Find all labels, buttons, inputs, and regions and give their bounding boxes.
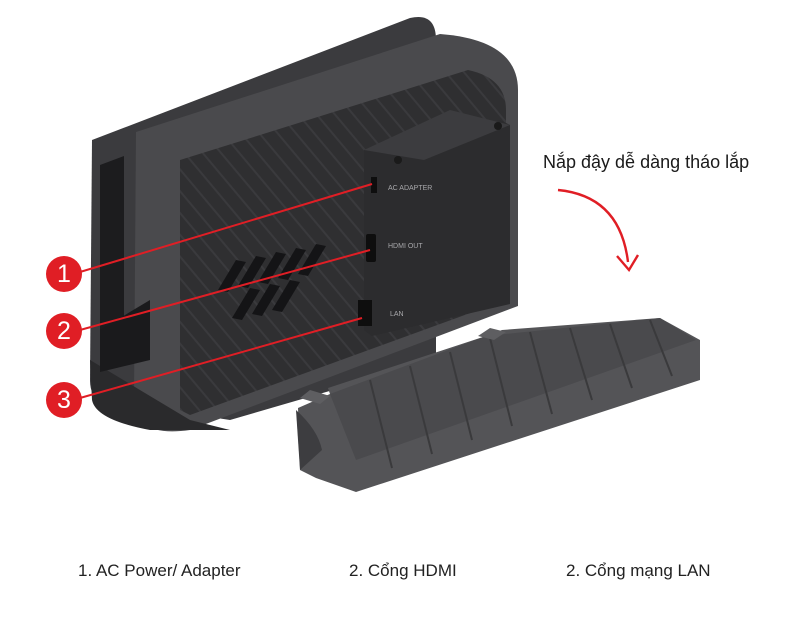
- port-module: [364, 120, 510, 336]
- screw-icon: [394, 156, 402, 164]
- caption-lan: 2. Cổng mạng LAN: [566, 561, 711, 580]
- pointer-lines: [79, 183, 373, 399]
- pointer-line-lan: [79, 317, 363, 399]
- pointer-line-ac: [79, 183, 373, 273]
- detached-cover: [296, 318, 700, 492]
- dock-base-front: [100, 300, 150, 372]
- caption-hdmi: 2. Cổng HDMI: [349, 561, 457, 580]
- cover-callout: Nắp đậy dễ dàng tháo lắp: [543, 152, 750, 172]
- port-label-lan: LAN: [390, 311, 404, 318]
- arrow-head-icon: [616, 254, 640, 273]
- port-module-top: [364, 110, 510, 160]
- marker-3: 3: [46, 382, 82, 418]
- marker-1: 1: [46, 256, 82, 292]
- lan-port: [358, 300, 372, 326]
- pointer-line-hdmi: [79, 249, 371, 331]
- marker-2: 2: [46, 313, 82, 349]
- curved-arrow-icon: [557, 188, 630, 263]
- screw-icon: [494, 122, 502, 130]
- port-label-hdmi: HDMI OUT: [388, 243, 423, 250]
- dock-slot: [100, 156, 124, 362]
- dock-base: [90, 360, 230, 430]
- ac-adapter-port: [371, 177, 377, 193]
- caption-ac-power: 1. AC Power/ Adapter: [78, 561, 241, 580]
- port-label-ac: AC ADAPTER: [388, 185, 432, 192]
- hdmi-port: [366, 234, 376, 262]
